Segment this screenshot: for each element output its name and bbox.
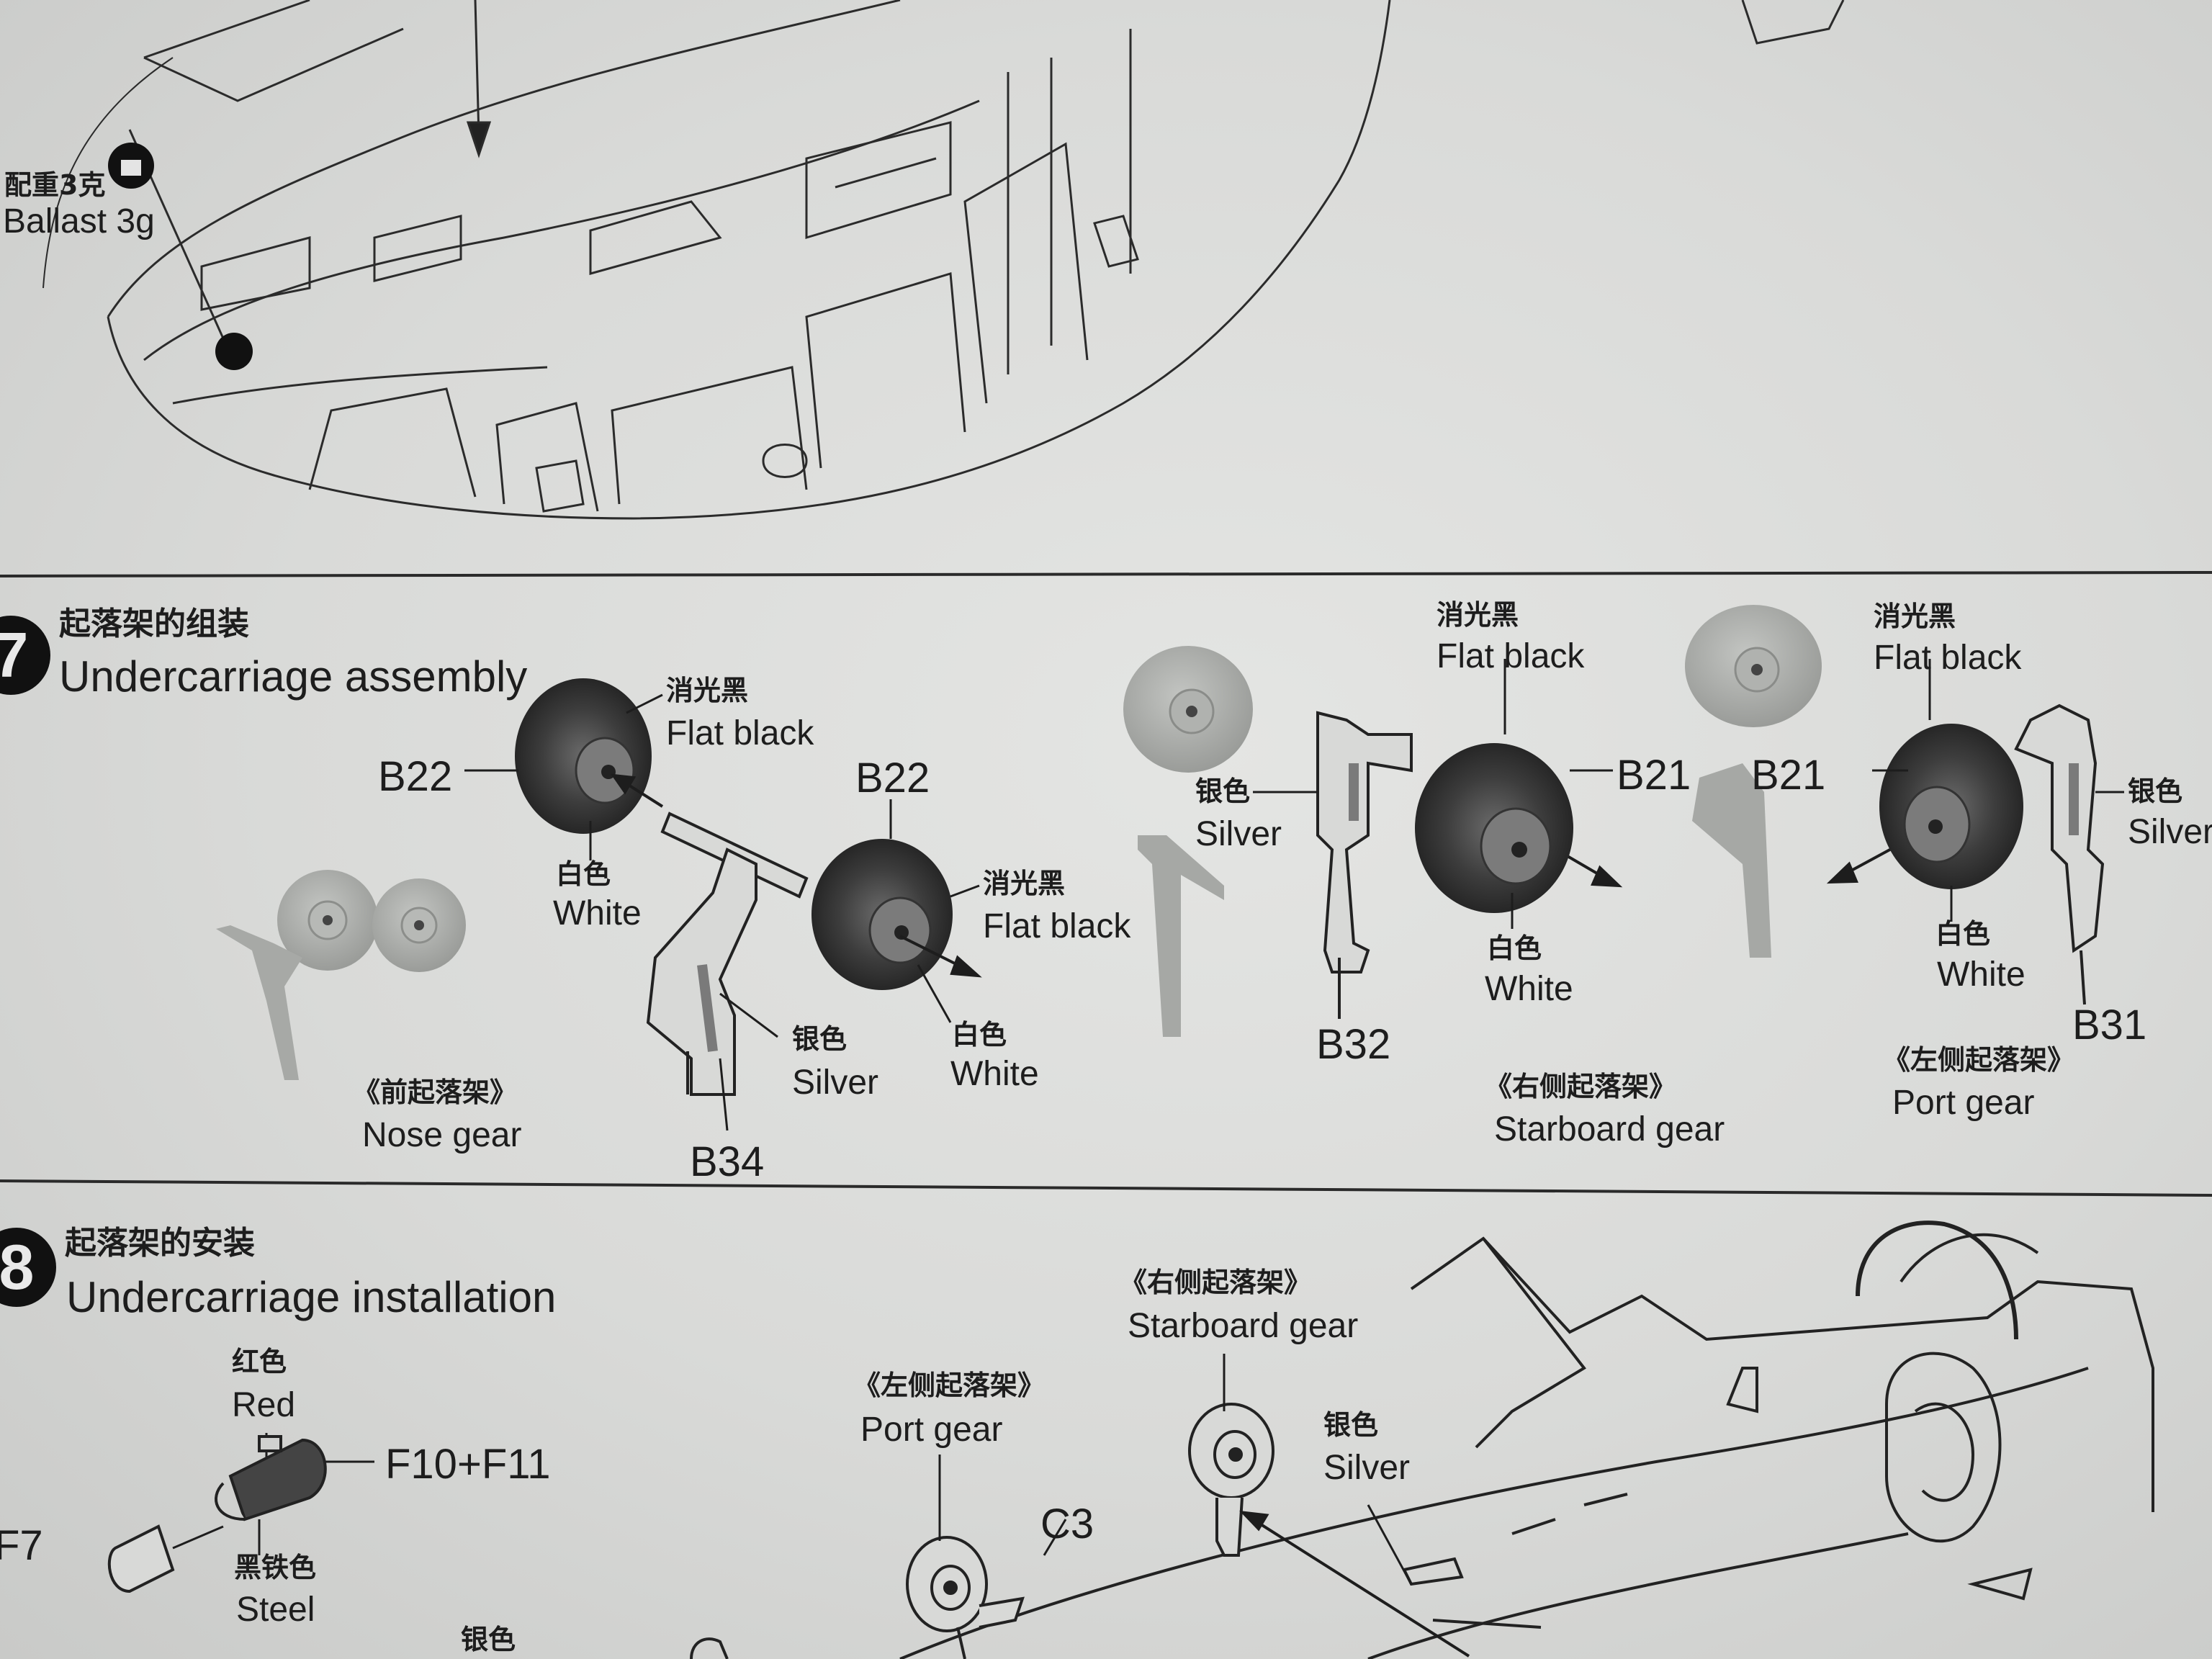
fuselage-top-drawing — [42, 0, 1845, 520]
nose-gear-cn: 《前起落架》 — [353, 1076, 518, 1108]
flat-black-cn-1: 消光黑 — [666, 675, 749, 706]
part-b34: B34 — [690, 1138, 765, 1185]
flat-black-cn-4: 消光黑 — [1874, 601, 1956, 632]
ballast-label-cn: 配重3克 — [4, 169, 106, 201]
b31-port-strut-drawing — [2014, 703, 2105, 1005]
silver-cn-bottom: 银色 — [461, 1624, 516, 1655]
b21-starboard-tyre — [1415, 743, 1573, 913]
b32-starboard-strut-drawing — [1316, 711, 1413, 1019]
part-f7: F7 — [0, 1522, 43, 1569]
bottom-cut-part — [690, 1637, 729, 1659]
nose-gear-en: Nose gear — [362, 1116, 522, 1154]
flat-black-en-3: Flat black — [1437, 637, 1585, 675]
starboard-gear-en-1: Starboard gear — [1494, 1110, 1725, 1148]
part-b22-right: B22 — [855, 755, 930, 801]
step-8-title-en: Undercarriage installation — [66, 1273, 557, 1321]
starboard-gear-en-2: Starboard gear — [1128, 1307, 1359, 1345]
flat-black-cn-3: 消光黑 — [1437, 599, 1519, 631]
nose-gear-wheel-part-left — [277, 870, 378, 971]
ballast-label-en: Ballast 3g — [3, 202, 155, 240]
b21-port-tyre — [1879, 724, 2023, 889]
white-en-2: White — [950, 1055, 1039, 1093]
leader-lines-step7 — [464, 693, 980, 1131]
ballast-weight-icon — [108, 143, 154, 189]
white-cn-3: 白色 — [1487, 932, 1542, 964]
port-strut-part — [1692, 763, 1771, 958]
ballast-position-marker — [215, 333, 253, 370]
port-gear-installed-drawing — [906, 1536, 1025, 1659]
part-b21-right: B21 — [1751, 752, 1826, 799]
f7-part — [107, 1524, 175, 1593]
b22-left-tyre — [515, 678, 652, 834]
starboard-gear-cn-2: 《右侧起落架》 — [1120, 1267, 1312, 1298]
starboard-gear-cn-1: 《右侧起落架》 — [1485, 1071, 1677, 1102]
white-en-1: White — [553, 894, 642, 932]
red-cn: 红色 — [232, 1346, 287, 1377]
silver-en-1: Silver — [792, 1064, 879, 1102]
part-b21-left: B21 — [1617, 752, 1691, 799]
white-en-3: White — [1485, 970, 1573, 1008]
leader-lines-step8 — [122, 1354, 1470, 1658]
port-gear-en-1: Port gear — [1892, 1084, 2035, 1122]
flat-black-en-1: Flat black — [666, 714, 814, 752]
f10-f11-part — [215, 1435, 327, 1521]
step-8-title-cn: 起落架的安装 — [65, 1225, 255, 1262]
white-cn-1: 白色 — [556, 858, 611, 890]
silver-cn-3: 银色 — [2128, 775, 2183, 807]
silver-cn-1: 银色 — [792, 1023, 848, 1055]
part-c3: C3 — [1040, 1501, 1094, 1547]
divider-bottom — [0, 1179, 2212, 1197]
part-b32: B32 — [1316, 1021, 1391, 1068]
step-7-title-en: Undercarriage assembly — [59, 652, 528, 701]
silver-cn-step8: 银色 — [1323, 1409, 1379, 1441]
starboard-gear-installed-drawing — [1188, 1403, 1274, 1557]
port-gear-en-2: Port gear — [860, 1411, 1003, 1449]
flat-black-en-4: Flat black — [1874, 639, 2022, 677]
steel-en: Steel — [236, 1591, 315, 1629]
port-gear-cn-1: 《左侧起落架》 — [1883, 1044, 2075, 1076]
step-7-title-cn: 起落架的组装 — [59, 606, 249, 642]
leader-lines-step7-right — [1253, 659, 2124, 929]
part-f10-f11: F10+F11 — [385, 1441, 551, 1488]
white-cn-2: 白色 — [952, 1019, 1007, 1051]
part-b22-left: B22 — [378, 753, 453, 800]
starboard-strut-part — [1138, 835, 1224, 1037]
flat-black-en-2: Flat black — [983, 907, 1131, 945]
steel-cn: 黑铁色 — [234, 1552, 317, 1583]
silver-en-2: Silver — [1195, 815, 1282, 853]
b22-right-tyre — [811, 839, 953, 990]
white-en-4: White — [1937, 956, 2026, 994]
silver-cn-2: 银色 — [1195, 775, 1251, 807]
divider-top — [0, 571, 2212, 577]
b34-nose-strut-drawing — [646, 811, 809, 1096]
port-gear-cn-2: 《左侧起落架》 — [853, 1370, 1046, 1401]
part-b31: B31 — [2072, 1002, 2147, 1048]
white-cn-4: 白色 — [1936, 918, 1991, 950]
fuselage-tail-drawing — [899, 1220, 2154, 1659]
flat-black-cn-2: 消光黑 — [983, 868, 1066, 899]
nose-gear-strut-part — [216, 925, 302, 1080]
port-wheel-part-top — [1685, 605, 1822, 727]
silver-en-3: Silver — [2128, 813, 2212, 851]
nose-gear-wheel-part-right — [372, 878, 466, 972]
red-en: Red — [232, 1386, 296, 1424]
silver-en-step8: Silver — [1323, 1449, 1411, 1487]
starboard-wheel-part-top — [1123, 646, 1253, 773]
